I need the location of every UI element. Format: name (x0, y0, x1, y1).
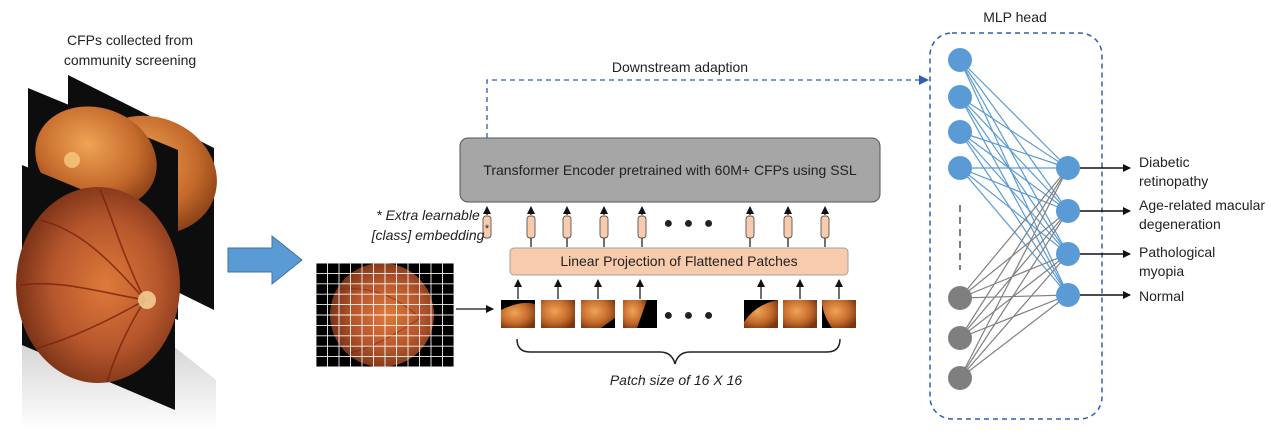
patch-token (562, 215, 572, 239)
encoder-label: Transformer Encoder pretrained with 60M+… (483, 162, 857, 178)
image-patch (581, 300, 615, 328)
patch-token (526, 215, 536, 239)
patch-token (783, 215, 793, 239)
mlp-edge (959, 131, 1069, 212)
output-label-normal: Normal (1139, 288, 1184, 304)
input-arrow (227, 234, 303, 286)
projection-label: Linear Projection of Flattened Patches (560, 253, 797, 269)
mlp-edge (959, 96, 1069, 296)
transformer-encoder-box (459, 137, 881, 203)
input-neuron (948, 48, 972, 72)
patch-size-label: Patch size of 16 X 16 (610, 372, 743, 388)
class-token (482, 215, 492, 239)
output-neuron (1056, 199, 1080, 223)
output-neuron (1056, 242, 1080, 266)
mlp-edge (959, 96, 1069, 255)
image-patch (822, 300, 856, 328)
output-neuron (1056, 283, 1080, 307)
output-arrows (1080, 164, 1131, 299)
mlp-edge (959, 167, 1069, 339)
mlp-edge (959, 131, 1069, 255)
class-embedding-note-line-1: * Extra learnable (376, 207, 480, 223)
patch-fundus-area (501, 302, 535, 328)
source-image-stack: CFPs collected from community screening (16, 32, 217, 430)
source-caption-line-1: CFPs collected from (67, 32, 193, 48)
mlp-edge (959, 253, 1069, 299)
patch-token (637, 215, 647, 239)
downstream-label: Downstream adaption (612, 59, 748, 75)
mlp-edge (959, 210, 1069, 339)
mlp-edge (959, 294, 1069, 379)
image-patch (783, 300, 817, 328)
patch-ellipsis: ● ● ● (664, 307, 717, 324)
image-patch (744, 300, 778, 328)
image-patch (501, 300, 535, 328)
output-label-pathological-myopia-2: myopia (1139, 263, 1184, 279)
patch-fundus-area (822, 300, 856, 328)
mlp-head-box (929, 32, 1103, 420)
mlp-edge (959, 167, 1069, 379)
patch-fundus-area (541, 300, 575, 328)
mlp-head-label: MLP head (983, 9, 1047, 25)
output-label-diabetic-retinopathy-1: Diabetic (1139, 154, 1190, 170)
source-caption-line-2: community screening (64, 52, 196, 68)
downstream-arrow (486, 75, 929, 138)
output-label-amd-1: Age-related macular (1139, 197, 1265, 213)
mlp-edge (959, 96, 1069, 169)
token-ellipsis: ● ● ● (664, 215, 717, 232)
patch-sequence (501, 300, 856, 328)
patch-fundus-area (744, 300, 778, 328)
patch-token (599, 215, 609, 239)
patch-token (820, 215, 830, 239)
input-neuron (948, 85, 972, 109)
output-labels: Diabetic retinopathy Age-related macular… (1139, 154, 1265, 304)
output-label-pathological-myopia-1: Pathological (1139, 244, 1215, 260)
output-label-amd-2: degeneration (1139, 216, 1221, 232)
mlp-edge (959, 167, 1069, 299)
patch-fundus-area (581, 300, 615, 328)
mlp-edge (959, 253, 1069, 379)
output-label-diabetic-retinopathy-2: retinopathy (1139, 173, 1208, 189)
token-sequence: * (482, 206, 843, 299)
fundus-card-front (16, 165, 180, 410)
image-patch (623, 300, 657, 328)
mlp-edge (959, 59, 1069, 296)
input-neuron (948, 156, 972, 180)
patch-grid-image (315, 262, 455, 368)
class-embedding-note-line-2: [class] embedding (371, 227, 485, 243)
patch-token (745, 215, 755, 239)
mlp-edge (959, 167, 1069, 255)
input-neuron (948, 366, 972, 390)
class-token-mark: * (485, 223, 490, 235)
mlp-edge (959, 59, 1069, 169)
mlp-edge (959, 59, 1069, 255)
mlp-edge (959, 59, 1069, 212)
mlp-edge (959, 96, 1069, 212)
patch-brace (516, 338, 841, 365)
patch-fundus-area (623, 300, 647, 328)
patch-fundus-area (783, 300, 817, 328)
mlp-neurons (948, 48, 1080, 390)
linear-projection-box (509, 247, 849, 276)
mlp-edge (959, 253, 1069, 339)
mlp-connections (959, 59, 1069, 379)
mlp-edge (959, 210, 1069, 299)
input-neuron (948, 120, 972, 144)
fundus-image (16, 187, 180, 383)
mlp-edge (959, 131, 1069, 169)
input-neuron (948, 326, 972, 350)
input-neuron (948, 286, 972, 310)
output-neuron (1056, 156, 1080, 180)
mlp-edge (959, 210, 1069, 379)
image-patch (541, 300, 575, 328)
